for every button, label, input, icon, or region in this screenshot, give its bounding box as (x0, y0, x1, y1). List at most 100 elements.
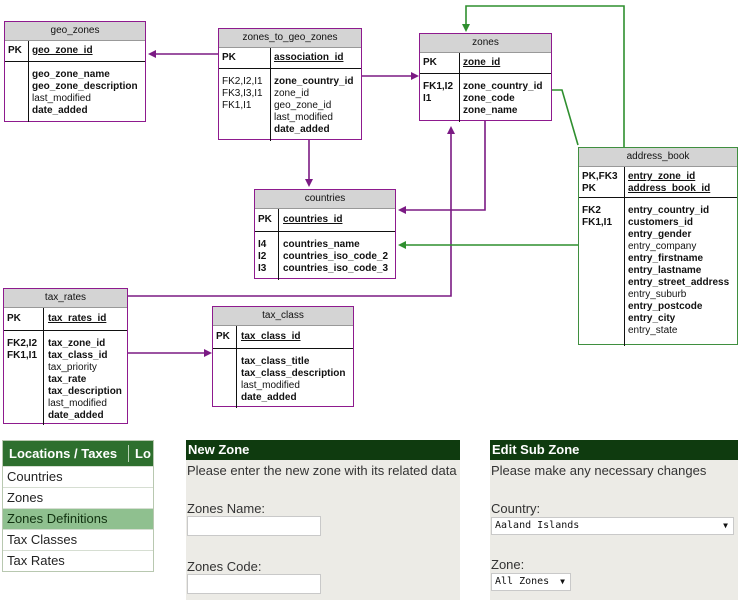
entity-title: zones (420, 34, 551, 53)
field: last_modified (274, 112, 333, 123)
chevron-down-icon[interactable]: ▼ (560, 577, 565, 586)
key-label: I2 (258, 251, 267, 262)
field: countries_iso_code_2 (283, 251, 389, 262)
field: geo_zone_description (32, 81, 138, 92)
zone-label: Zone: (491, 557, 525, 572)
entity-tax-class: tax_class PK tax_class_id tax_class_titl… (212, 306, 354, 408)
entity-tax-rates: tax_rates PK tax_rates_id FK2,I2 FK1,I1 … (3, 288, 128, 425)
key-label: FK3,I3,I1 (222, 88, 263, 99)
zone-select[interactable]: All Zones ▼ (491, 573, 571, 591)
pk-field: tax_class_id (241, 331, 301, 342)
entity-title: countries (255, 190, 395, 209)
field: geo_zone_name (32, 69, 110, 80)
key-label: FK1,I1 (7, 350, 38, 361)
field: last_modified (32, 93, 91, 104)
chevron-down-icon[interactable]: ▼ (723, 521, 728, 530)
pk-label: PK,FK3 (582, 171, 618, 182)
pk-label: PK (222, 52, 236, 63)
menu-item-zones[interactable]: Zones (3, 487, 153, 508)
field: tax_class_title (241, 356, 310, 367)
pk-field: entry_zone_id (628, 171, 696, 182)
field: zone_country_id (274, 76, 354, 87)
panel-intro: Please enter the new zone with its relat… (187, 463, 457, 478)
key-label: FK2 (582, 205, 601, 216)
menu-item-zones-definitions[interactable]: Zones Definitions (3, 508, 153, 529)
field: date_added (32, 105, 88, 116)
pk-field: zone_id (463, 57, 501, 68)
field: date_added (48, 410, 104, 421)
entity-title: zones_to_geo_zones (219, 29, 361, 48)
new-zone-panel: New Zone Please enter the new zone with … (186, 440, 460, 600)
field: tax_description (48, 386, 122, 397)
pk-label: PK (7, 313, 21, 324)
field: zone_code (463, 93, 515, 104)
field: entry_street_address (628, 277, 730, 288)
field: entry_company (628, 241, 697, 252)
entity-geo-zones: geo_zones PK geo_zone_id geo_zone_name g… (4, 21, 146, 122)
field: date_added (241, 392, 297, 403)
field: tax_zone_id (48, 338, 106, 349)
menu-header-label: Locations / Taxes (9, 446, 118, 461)
field: tax_class_description (241, 368, 346, 379)
field: entry_lastname (628, 265, 702, 276)
field: entry_gender (628, 229, 692, 240)
menu-item-countries[interactable]: Countries (3, 466, 153, 487)
zone-code-label: Zones Code: (187, 559, 262, 574)
field: zone_id (274, 88, 310, 99)
zone-code-input[interactable] (187, 574, 321, 594)
menu-item-tax-rates[interactable]: Tax Rates (3, 550, 153, 571)
field: date_added (274, 124, 330, 135)
entity-zones-to-geo-zones: zones_to_geo_zones PK association_id FK2… (218, 28, 362, 141)
field: entry_country_id (628, 205, 710, 216)
field: entry_firstname (628, 253, 704, 264)
edit-sub-zone-panel: Edit Sub Zone Please make any necessary … (490, 440, 738, 600)
panel-title: Edit Sub Zone (490, 440, 738, 460)
key-label: FK2,I2 (7, 338, 38, 349)
field: customers_id (628, 217, 694, 228)
field: entry_postcode (628, 301, 703, 312)
field: tax_priority (48, 362, 97, 373)
menu-item-tax-classes[interactable]: Tax Classes (3, 529, 153, 550)
country-select-value: Aaland Islands (495, 520, 580, 531)
menu-header[interactable]: Locations / Taxes Lo (3, 441, 153, 466)
pk-label: PK (582, 183, 596, 194)
country-select[interactable]: Aaland Islands ▼ (491, 517, 734, 535)
rel-address-zones (462, 5, 625, 147)
entity-title: tax_class (213, 307, 353, 326)
entity-title: geo_zones (5, 22, 145, 41)
key-label: I3 (258, 263, 267, 274)
panel-title: New Zone (186, 440, 460, 460)
field: countries_name (283, 239, 360, 250)
key-label: FK1,I2 (423, 81, 454, 92)
pk-field: association_id (274, 52, 344, 63)
menu-header-next[interactable]: Lo (135, 446, 151, 461)
field: geo_zone_id (274, 100, 332, 111)
field: last_modified (48, 398, 107, 409)
key-label: FK1,I1 (222, 100, 252, 111)
entity-address-book: address_book PK,FK3 PK entry_zone_id add… (578, 147, 738, 346)
field: tax_class_id (48, 350, 108, 361)
field: countries_iso_code_3 (283, 263, 389, 274)
pk-label: PK (8, 45, 22, 56)
rel-zones-countries (398, 120, 486, 214)
zone-name-input[interactable] (187, 516, 321, 536)
field: entry_city (628, 313, 676, 324)
pk-field: countries_id (283, 214, 343, 225)
zone-select-value: All Zones (495, 576, 550, 587)
field: zone_country_id (463, 81, 543, 92)
key-label: I1 (423, 93, 432, 104)
pk-field: tax_rates_id (48, 313, 107, 324)
entity-zones: zones PK zone_id FK1,I2 I1 zone_country_… (419, 33, 552, 122)
zone-name-label: Zones Name: (187, 501, 266, 516)
field: entry_state (628, 325, 678, 336)
field: entry_suburb (628, 289, 687, 300)
entity-countries: countries PK countries_id I4 I2 I3 count… (254, 189, 396, 280)
pk-field: address_book_id (628, 183, 711, 194)
country-label: Country: (491, 501, 541, 516)
pk-field: geo_zone_id (32, 45, 93, 56)
entity-title: address_book (579, 148, 737, 167)
pk-label: PK (423, 57, 437, 68)
relationship-lines (128, 5, 625, 357)
locations-taxes-menu: Locations / Taxes Lo Countries Zones Zon… (2, 440, 154, 572)
rel-taxrates-zones (128, 126, 455, 297)
